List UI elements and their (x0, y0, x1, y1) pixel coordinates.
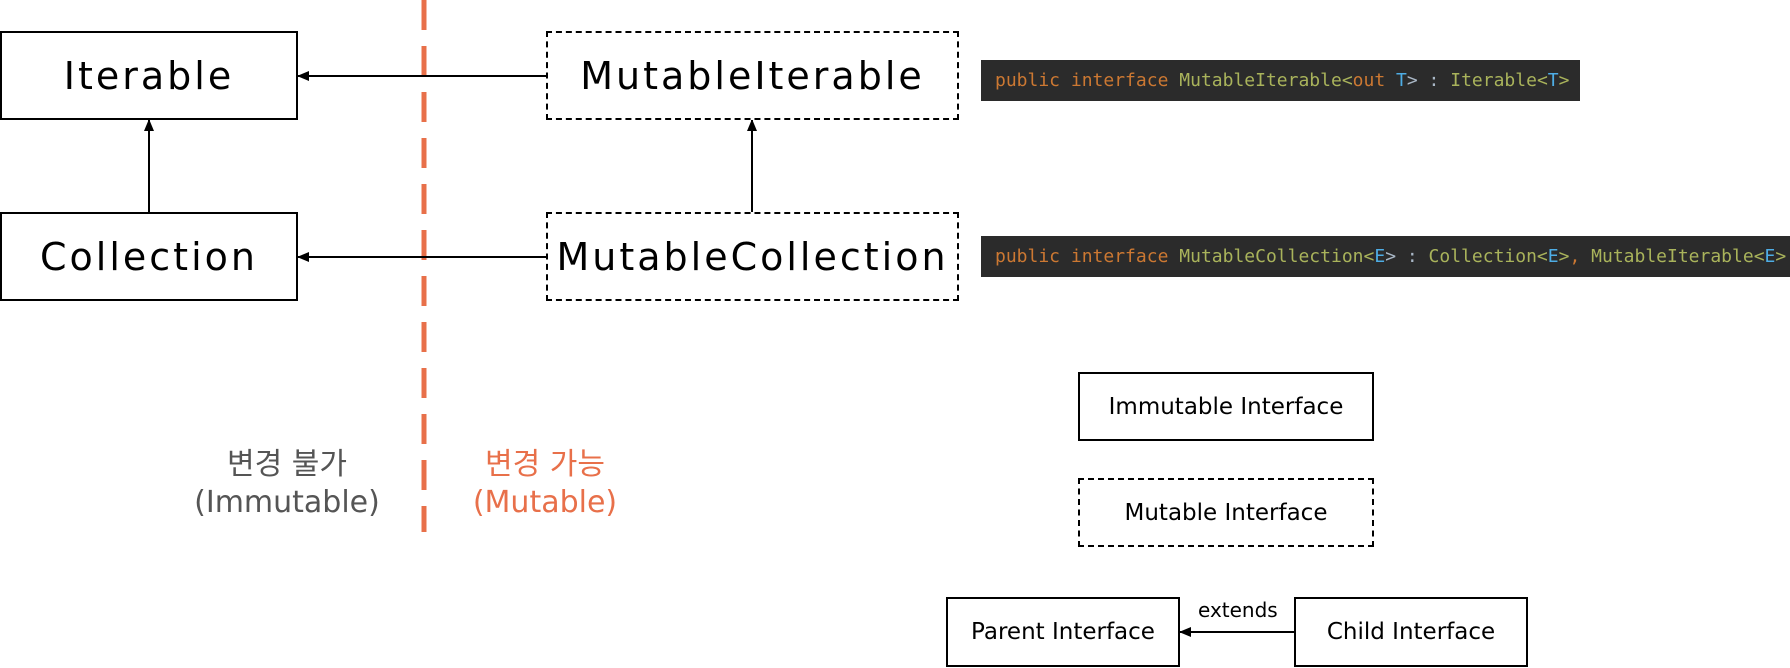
node-iterable: Iterable (0, 31, 298, 120)
code-angle: < (1536, 246, 1548, 267)
code-angle: > (1775, 246, 1787, 267)
region-label-immutable-line2: (Immutable) (194, 485, 380, 520)
code-type-param: T (1547, 70, 1559, 91)
region-label-mutable-line1: 변경 가능 (485, 447, 605, 482)
region-label-immutable-line1: 변경 불가 (227, 447, 347, 482)
code-snippet-mutable-iterable: public interface MutableIterable<out T> … (981, 60, 1580, 101)
code-punct: > : (1385, 246, 1429, 267)
legend-extends-text: extends (1198, 598, 1278, 622)
code-punct: , (1569, 246, 1592, 267)
code-parent-type: MutableIterable (1591, 246, 1754, 267)
region-label-mutable-line2: (Mutable) (472, 485, 618, 520)
code-punct: > : (1406, 70, 1451, 91)
region-label-mutable: 변경 가능 (Mutable) (440, 446, 650, 522)
code-keyword-out: out (1352, 70, 1386, 91)
code-type-name: MutableIterable (1179, 70, 1342, 91)
code-type-param: E (1764, 246, 1776, 267)
code-angle: < (1753, 246, 1765, 267)
code-type-param: E (1374, 246, 1386, 267)
code-angle: < (1341, 70, 1353, 91)
node-mutable-collection-label: MutableCollection (556, 234, 949, 279)
legend-immutable-interface: Immutable Interface (1078, 372, 1374, 441)
code-snippet-mutable-collection: public interface MutableCollection<E> : … (981, 236, 1790, 277)
code-keyword-interface: interface (1070, 246, 1169, 267)
legend-mutable-label: Mutable Interface (1124, 499, 1328, 526)
node-iterable-label: Iterable (63, 53, 235, 98)
legend-extends-label: extends (1198, 598, 1278, 622)
code-angle: > (1558, 70, 1570, 91)
legend-parent-label: Parent Interface (971, 619, 1155, 645)
legend-child-label: Child Interface (1326, 619, 1496, 645)
code-angle: > (1558, 246, 1570, 267)
node-collection: Collection (0, 212, 298, 301)
code-type-name: MutableCollection (1179, 246, 1364, 267)
code-parent-type: Collection (1428, 246, 1537, 267)
node-mutable-iterable: MutableIterable (546, 31, 959, 120)
node-mutable-iterable-label: MutableIterable (580, 53, 925, 98)
legend-mutable-interface: Mutable Interface (1078, 478, 1374, 547)
region-label-immutable: 변경 불가 (Immutable) (177, 446, 397, 522)
code-keyword-public: public (995, 70, 1061, 91)
code-keyword-public: public (995, 246, 1061, 267)
node-collection-label: Collection (40, 234, 258, 279)
legend-immutable-label: Immutable Interface (1108, 393, 1344, 420)
code-keyword-interface: interface (1070, 70, 1169, 91)
code-type-param: T (1396, 70, 1407, 91)
code-angle: < (1536, 70, 1548, 91)
code-parent-type: Iterable (1450, 70, 1537, 91)
code-angle: < (1363, 246, 1375, 267)
code-type-param: E (1547, 246, 1559, 267)
legend-parent-interface: Parent Interface (946, 597, 1180, 667)
legend-child-interface: Child Interface (1294, 597, 1528, 667)
node-mutable-collection: MutableCollection (546, 212, 959, 301)
